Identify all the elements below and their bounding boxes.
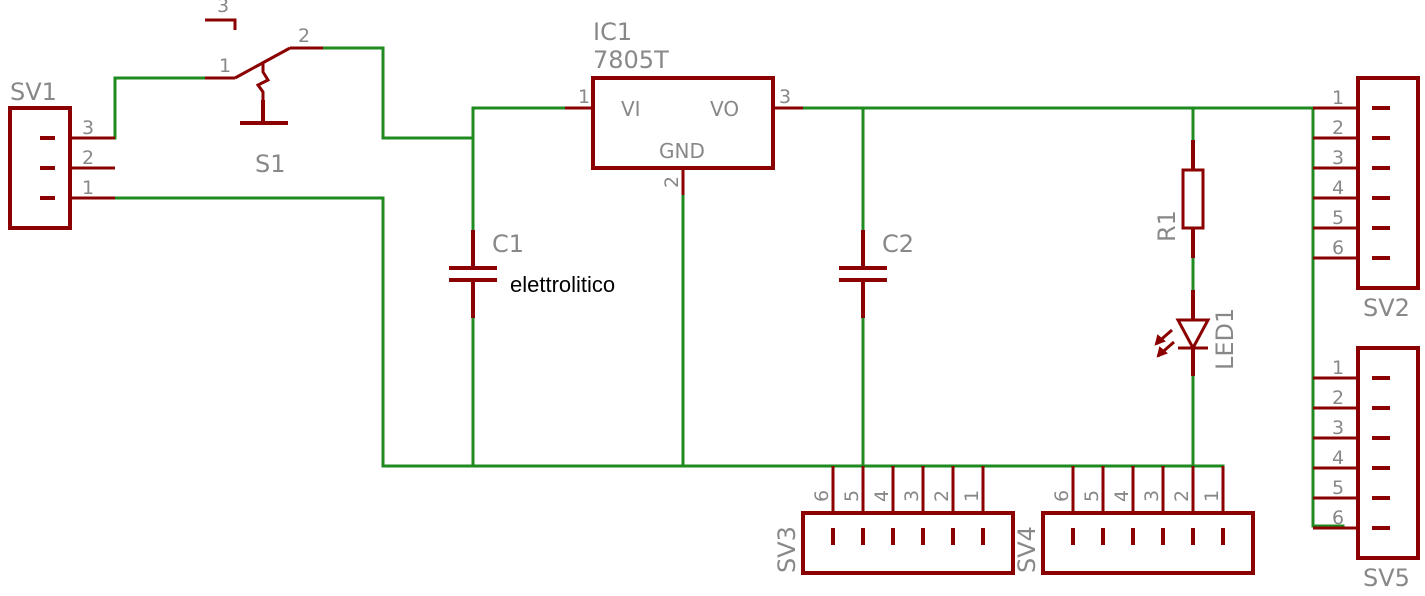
sv1-connector: SV1 3 2 1 [8, 78, 115, 230]
sv5-pin-1: 1 [1332, 357, 1344, 379]
c1-capacitor: C1 elettrolitico [449, 230, 615, 318]
sv4-pin-2: 2 [1171, 490, 1193, 502]
ic1-value: 7805T [593, 46, 669, 74]
r1-resistor: R1 [1153, 140, 1205, 258]
sv4-pin-1: 1 [1201, 490, 1223, 502]
s1-label: S1 [255, 150, 286, 178]
sv4-pin-6: 6 [1051, 490, 1073, 502]
sv3-label: SV3 [773, 526, 801, 573]
led1-diode: LED1 [1154, 290, 1239, 376]
sv2-pin-2: 2 [1332, 117, 1344, 139]
sv1-pin-1: 1 [82, 177, 94, 199]
sv5-pin-2: 2 [1332, 387, 1344, 409]
sv3-pin-2: 2 [931, 490, 953, 502]
c1-label: C1 [492, 230, 524, 258]
sv1-pin-2: 2 [82, 147, 94, 169]
sv2-pin-3: 3 [1332, 147, 1344, 169]
led1-label: LED1 [1211, 308, 1239, 370]
sv1-label: SV1 [10, 78, 57, 106]
s1-pin-1: 1 [219, 55, 231, 77]
c2-capacitor: C2 [839, 230, 914, 318]
ic1-label: IC1 [593, 18, 632, 46]
c1-value: elettrolitico [510, 272, 615, 297]
sv4-pin-4: 4 [1111, 490, 1133, 502]
sv2-pin-5: 5 [1332, 207, 1344, 229]
sv5-pin-4: 4 [1332, 447, 1344, 469]
sv2-connector: SV2 1 2 3 4 5 6 [1313, 76, 1420, 322]
sv3-pin-3: 3 [901, 490, 923, 502]
ic1-gnd-label: GND [659, 139, 705, 163]
sv4-pin-5: 5 [1081, 490, 1103, 502]
s1-pin-2: 2 [298, 25, 310, 47]
sv2-pin-4: 4 [1332, 177, 1344, 199]
ic1-vi-label: VI [621, 97, 641, 121]
r1-label: R1 [1153, 210, 1181, 242]
sv4-pin-3: 3 [1141, 490, 1163, 502]
sv3-pin-6: 6 [811, 490, 833, 502]
s1-pin-3: 3 [217, 0, 229, 17]
sv5-pin-5: 5 [1332, 477, 1344, 499]
ic1-pin-out: 3 [779, 86, 791, 108]
sv3-pin-4: 4 [871, 490, 893, 502]
sv2-label: SV2 [1363, 294, 1410, 322]
sv5-label: SV5 [1363, 564, 1410, 592]
s1-switch: 3 1 2 S1 [205, 0, 323, 178]
sv5-pin-3: 3 [1332, 417, 1344, 439]
sv3-connector: SV3 6 5 4 3 2 1 [773, 466, 1015, 575]
sv4-connector: SV4 6 5 4 3 2 1 [1013, 466, 1255, 575]
c2-label: C2 [882, 230, 914, 258]
sv3-pin-5: 5 [841, 490, 863, 502]
ic1-regulator: IC1 7805T VI VO GND 1 3 2 [565, 18, 803, 195]
ic1-pin-in: 1 [578, 86, 590, 108]
sv3-pin-1: 1 [961, 490, 983, 502]
ic1-vo-label: VO [710, 97, 739, 121]
sv2-pin-6: 6 [1332, 237, 1344, 259]
sv5-pin-6: 6 [1332, 507, 1344, 529]
sv4-label: SV4 [1013, 526, 1041, 573]
sv2-pin-1: 1 [1332, 87, 1344, 109]
ic1-pin-gnd: 2 [661, 176, 683, 188]
sv1-pin-3: 3 [82, 117, 94, 139]
sv5-connector: SV5 1 2 3 4 5 6 [1313, 346, 1420, 592]
